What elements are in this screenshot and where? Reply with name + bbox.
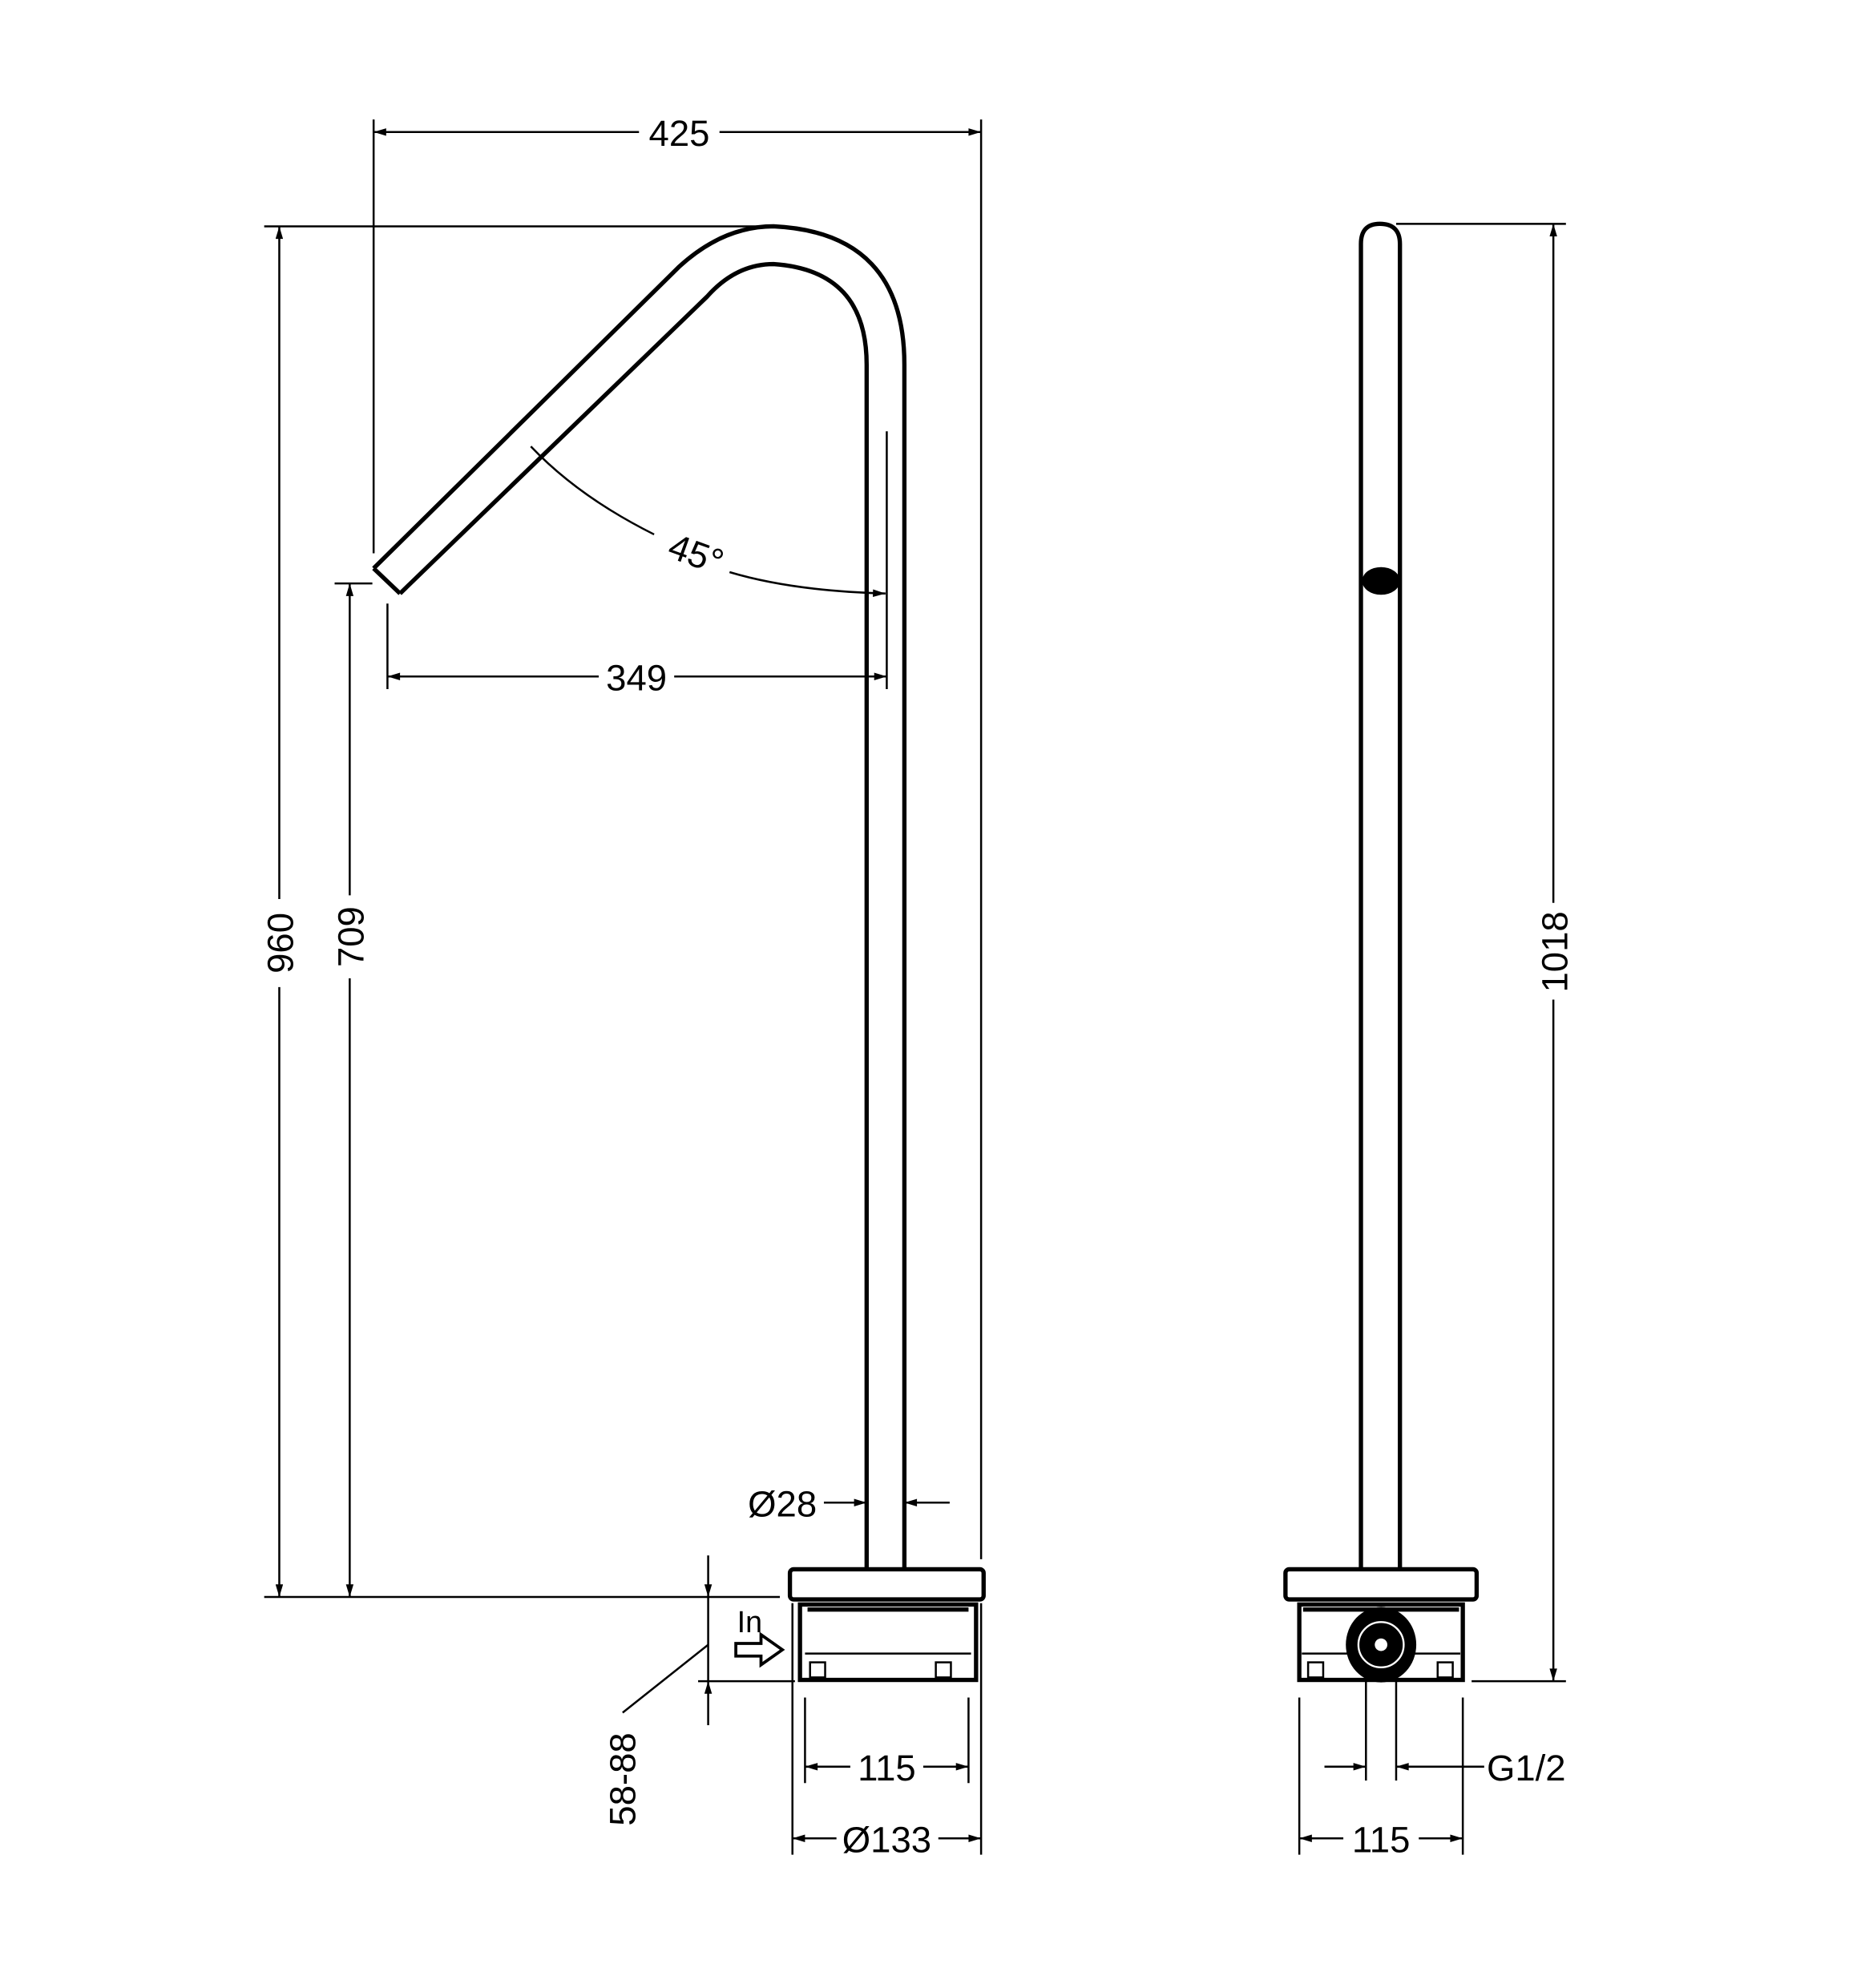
base-foot-right: [935, 1661, 952, 1679]
dim-outlet-height: 709: [331, 906, 372, 967]
dim-pipe-diameter: Ø28: [748, 1484, 817, 1525]
front-view: 425 960 709 349 45° Ø28 58-88: [260, 113, 986, 1861]
dim-base-body-width: 115: [858, 1748, 916, 1788]
base-foot-left: [1306, 1661, 1325, 1679]
dim-angle: 45°: [663, 526, 729, 583]
dim-base-body-width-side: 115: [1352, 1820, 1411, 1861]
dim-projection: 349: [606, 658, 667, 699]
dim-base-diameter: Ø133: [842, 1820, 931, 1861]
spout-side-outline: [1358, 221, 1403, 1570]
dim-height-side: 1018: [1534, 911, 1575, 992]
side-view: 1018 G1/2 115: [1283, 221, 1575, 1861]
base-foot-left: [809, 1661, 826, 1679]
leader-line: [622, 1643, 709, 1714]
dim-width-overall: 425: [649, 113, 710, 154]
inlet-arrow-icon: [734, 1631, 785, 1668]
dim-floor-thickness: 58-88: [603, 1732, 644, 1825]
sensor-dot-icon: [1362, 567, 1400, 595]
angle-arc: [729, 571, 886, 597]
base-plate: [787, 1567, 986, 1602]
base-plate: [1283, 1567, 1480, 1602]
inlet-connector-hole: [1375, 1638, 1387, 1651]
angle-arc: [530, 446, 655, 536]
dim-thread: G1/2: [1487, 1748, 1566, 1788]
base-foot-right: [1436, 1661, 1454, 1679]
spout-inner-outline: [398, 261, 869, 1570]
base-body: [797, 1602, 979, 1683]
dim-height-overall: 960: [260, 913, 301, 974]
inlet-label: In: [737, 1605, 762, 1639]
inlet-connector-ring: [1357, 1621, 1405, 1669]
spout-tip-face: [372, 567, 402, 595]
spout-outer-outline: [372, 224, 907, 1570]
